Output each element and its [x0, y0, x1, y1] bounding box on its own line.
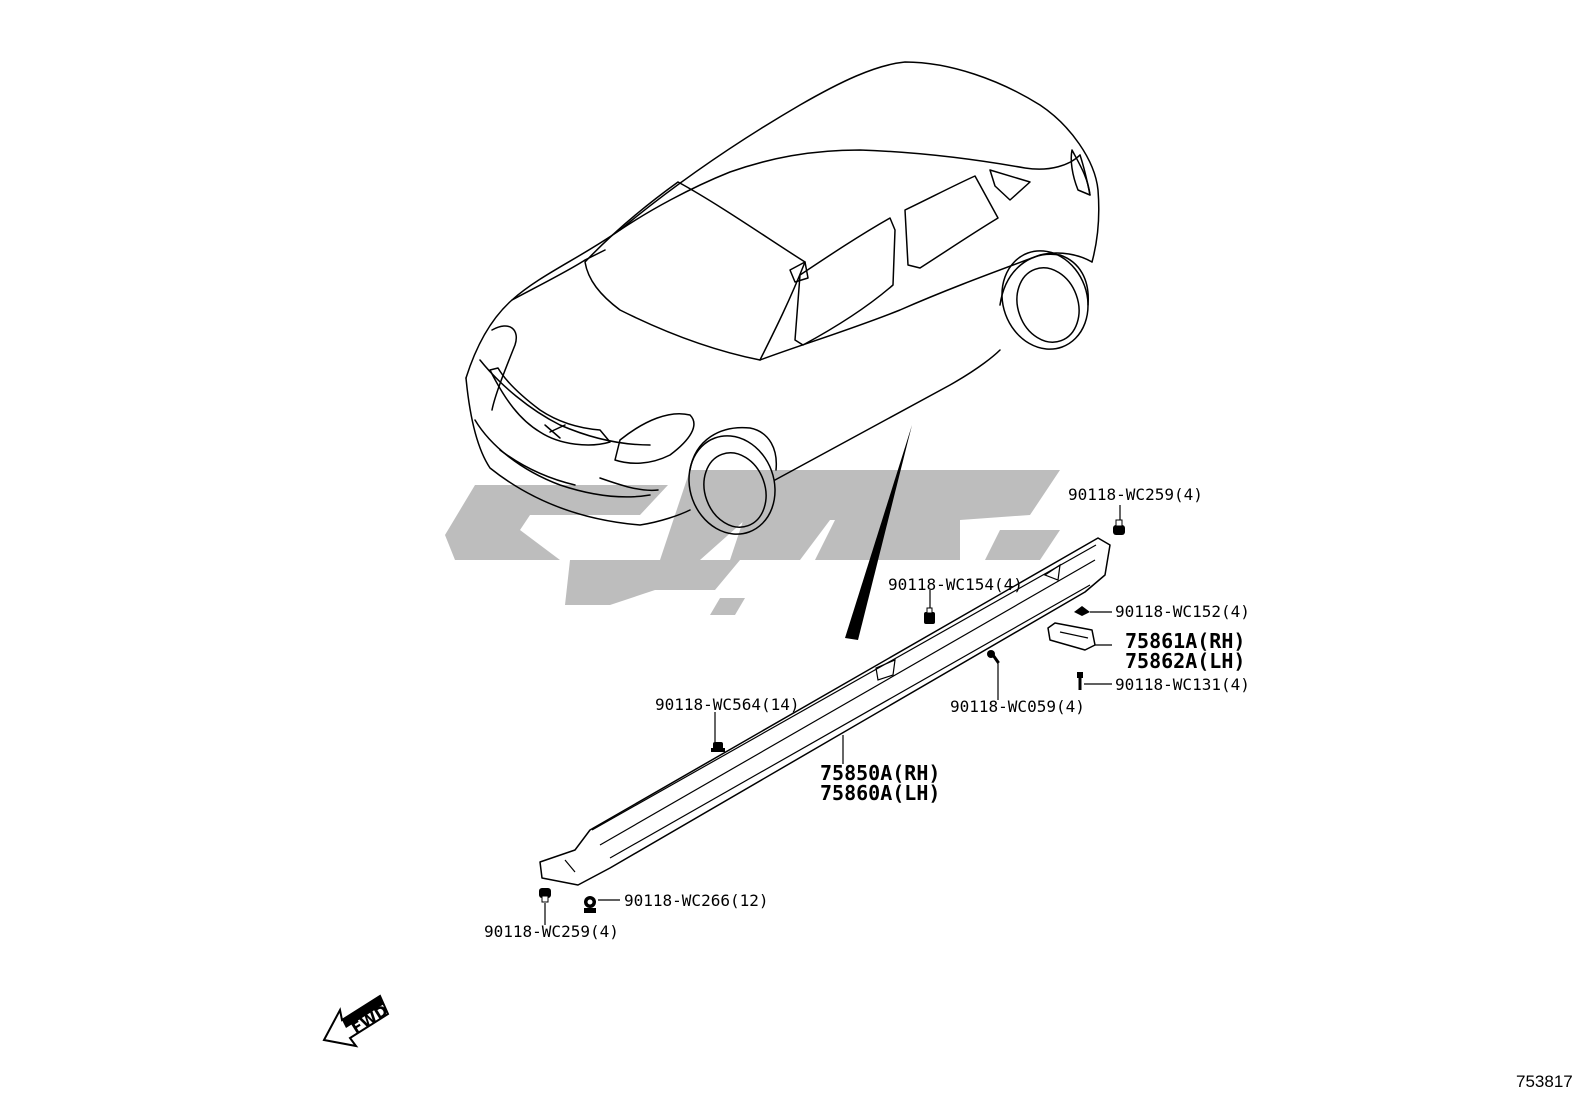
- clip-icon: [1074, 606, 1090, 616]
- callout-90118-wc154: 90118-WC154(4): [888, 575, 1023, 594]
- callout-75861a-rh: 75861A(RH): [1125, 629, 1245, 653]
- side-sill-garnish: [539, 537, 1111, 886]
- callout-90118-wc131: 90118-WC131(4): [1115, 675, 1250, 694]
- callout-75850a-rh: 75850A(RH): [820, 761, 940, 785]
- callout-90118-wc259-bottom: 90118-WC259(4): [484, 922, 619, 941]
- fasteners: [539, 519, 1125, 913]
- screw-icon: [1077, 672, 1083, 690]
- fwd-arrow-icon: FWD: [322, 994, 391, 1048]
- callout-90118-wc259-top: 90118-WC259(4): [1068, 485, 1203, 504]
- clip-icon: [1113, 519, 1125, 535]
- clip-icon: [711, 742, 725, 752]
- clip-icon: [539, 888, 551, 903]
- nut-icon: [584, 896, 596, 913]
- callout-75860a-lh: 75860A(LH): [820, 781, 940, 805]
- callout-90118-wc059: 90118-WC059(4): [950, 697, 1085, 716]
- callout-90118-wc564: 90118-WC564(14): [655, 695, 800, 714]
- watermark-logo: [445, 470, 1060, 615]
- bracket-part: [1047, 622, 1096, 651]
- leader-lines: [544, 505, 1121, 925]
- callout-90118-wc266: 90118-WC266(12): [624, 891, 769, 910]
- callout-90118-wc152: 90118-WC152(4): [1115, 602, 1250, 621]
- pointer-wedge: [845, 425, 912, 640]
- screw-icon: [987, 650, 1000, 664]
- callout-75862a-lh: 75862A(LH): [1125, 649, 1245, 673]
- clip-icon: [924, 607, 935, 624]
- figure-number: 753817: [1516, 1072, 1573, 1091]
- car-outline: [465, 61, 1100, 535]
